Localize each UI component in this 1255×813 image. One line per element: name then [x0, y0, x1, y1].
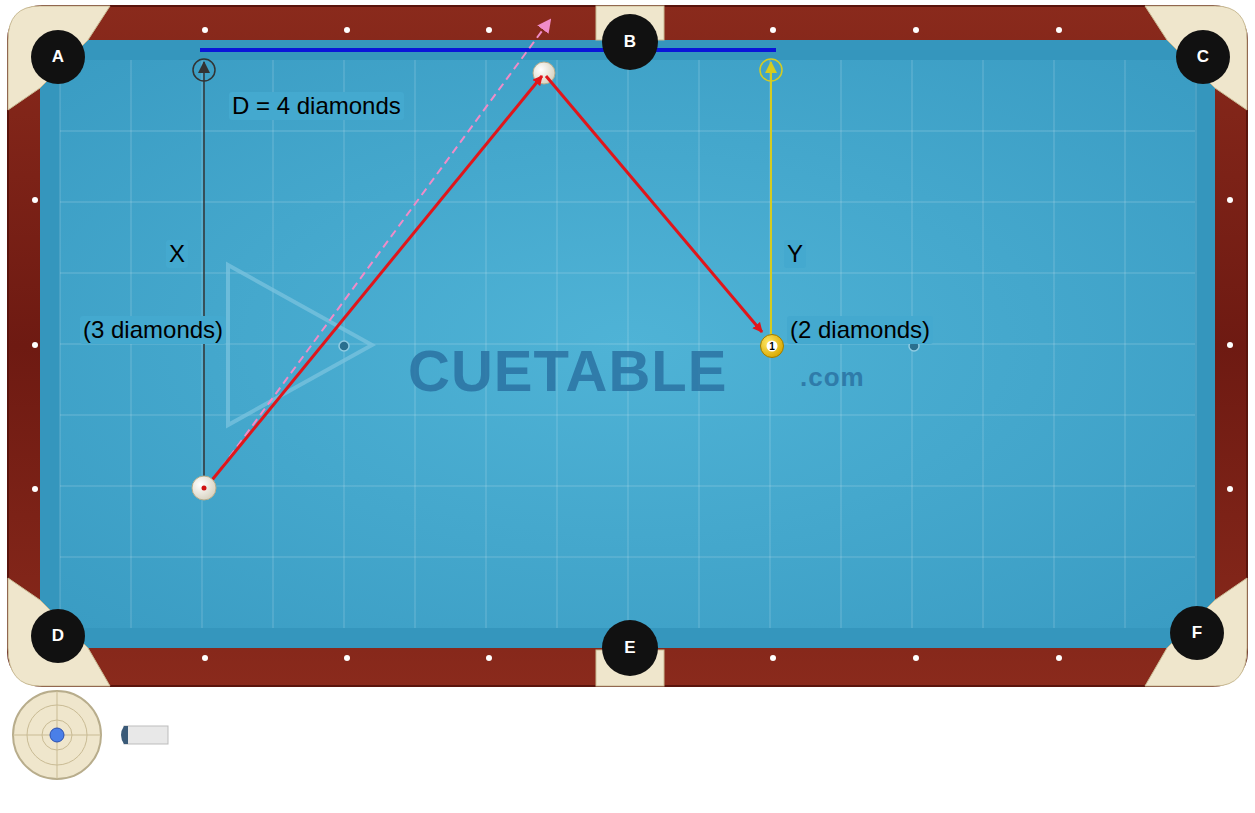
watermark: .com — [800, 364, 865, 390]
dimension-label: (2 diamonds) — [787, 316, 933, 344]
axis-label: X — [166, 240, 188, 268]
pocket-letter: E — [602, 620, 658, 676]
pocket-letter: C — [1176, 30, 1230, 84]
pocket-letter: D — [52, 626, 64, 646]
pocket: B — [602, 14, 658, 70]
axis-label: Y — [784, 240, 806, 268]
pocket-letter: B — [602, 14, 658, 70]
pocket-letter: A — [52, 47, 64, 67]
pocket: A — [31, 30, 85, 84]
pocket-letter: C — [1197, 47, 1209, 67]
pocket-letter: B — [624, 32, 636, 52]
pocket-letter: A — [31, 30, 85, 84]
ball-number: 1 — [769, 341, 775, 352]
pocket: E — [602, 620, 658, 676]
watermark: CUETABLE — [408, 342, 727, 400]
pocket: C — [1176, 30, 1230, 84]
pocket-letter: D — [31, 609, 85, 663]
pocket: D — [31, 609, 85, 663]
ball-number: 1 — [760, 334, 784, 358]
pocket-letter: F — [1170, 606, 1224, 660]
pocket-letter: E — [624, 638, 635, 658]
dimension-label: D = 4 diamonds — [229, 92, 404, 120]
pocket-letter: F — [1192, 623, 1202, 643]
dimension-label: (3 diamonds) — [80, 316, 226, 344]
pocket: F — [1170, 606, 1224, 660]
object-ball: 1 — [760, 334, 784, 358]
